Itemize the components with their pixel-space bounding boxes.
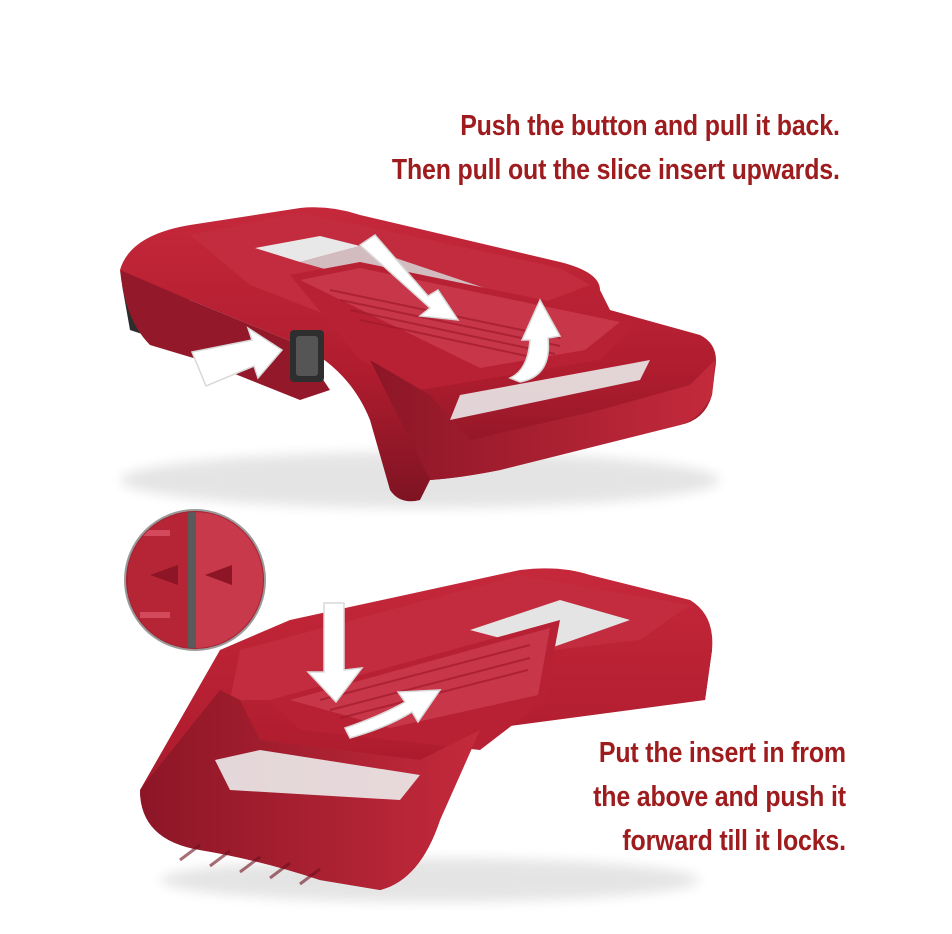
caption-top-line-2: Then pull out the slice insert upwards. <box>392 154 840 186</box>
caption-top-line-1: Push the button and pull it back. <box>460 110 840 142</box>
caption-bottom-line-2: the above and push it <box>593 781 846 813</box>
top-slicer-image <box>120 207 720 508</box>
bottom-slicer-image <box>140 568 713 902</box>
bottom-arrows <box>306 602 442 739</box>
caption-top: Push the button and pull it back. Then p… <box>392 104 840 192</box>
top-arrows <box>190 234 562 387</box>
caption-bottom: Put the insert in from the above and pus… <box>593 731 846 863</box>
button-detail-inset <box>124 509 266 651</box>
caption-bottom-line-3: forward till it locks. <box>622 825 847 857</box>
caption-bottom-line-1: Put the insert in from <box>598 737 846 769</box>
